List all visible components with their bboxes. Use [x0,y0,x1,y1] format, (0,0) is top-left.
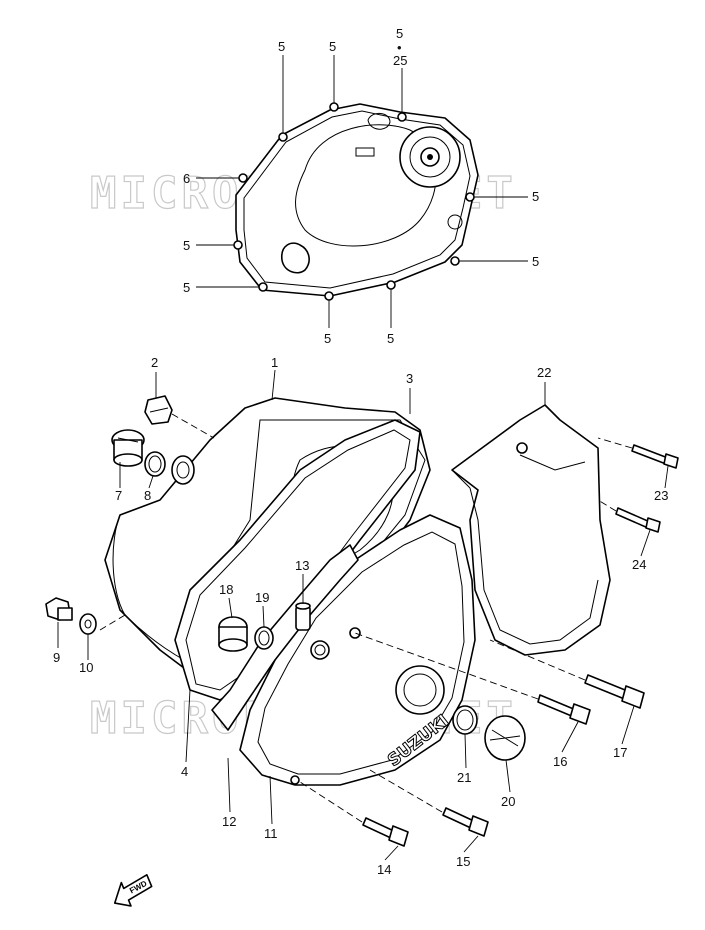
callout-dot: • [397,40,402,55]
part-7-filler-cap [111,429,145,467]
callout-5: 5 [278,39,285,54]
sprocket-cover-22 [451,404,611,656]
callout-5: 5 [329,39,336,54]
callout-7: 7 [115,488,122,503]
part-8-o-ring [144,451,166,477]
oil-seal [171,455,195,485]
callout-10: 10 [79,660,93,675]
callout-5: 5 [183,280,190,295]
assembly-lines [99,413,633,823]
callout-22: 22 [537,365,551,380]
fwd-arrow-icon: FWD [113,873,153,907]
callout-23: 23 [654,488,668,503]
callout-5: 5 [532,254,539,269]
callout-25: 25 [393,53,407,68]
part-19-o-ring [254,626,274,650]
bolt-14 [362,817,409,847]
callout-11: 11 [264,826,278,841]
part-2-plug [144,395,173,425]
callout-1: 1 [271,355,278,370]
leader-lines-lower [57,369,669,861]
callout-3: 3 [406,371,413,386]
callout-20: 20 [501,794,515,809]
callout-8: 8 [144,488,151,503]
bolt-17 [584,674,645,709]
callout-13: 13 [295,558,309,573]
part-18-plug [218,616,248,652]
callout-5: 5 [183,238,190,253]
part-13-dowel-pin [295,602,311,631]
bolt-16 [537,694,591,725]
callout-6: 6 [183,171,190,186]
part-10-washer [79,613,97,635]
part-20-cap [484,715,526,761]
gasket-top [233,102,479,301]
callout-16: 16 [553,754,567,769]
callout-12: 12 [222,814,236,829]
callout-4: 4 [181,764,188,779]
callout-5: 5 [532,189,539,204]
callout-14: 14 [377,862,391,877]
gasket-leader-lines [196,55,528,328]
callout-9: 9 [53,650,60,665]
bolt-23 [631,444,679,469]
callout-18: 18 [219,582,233,597]
callout-5: 5 [396,26,403,41]
callout-5: 5 [324,331,331,346]
callout-17: 17 [613,745,627,760]
callout-5: 5 [387,331,394,346]
bolt-15 [442,807,489,837]
part-9-drain-bolt [45,597,73,621]
callout-2: 2 [151,355,158,370]
callouts: 5 5 5 • 25 6 5 5 5 5 5 5 1 2 3 22 7 8 23… [53,26,668,877]
callout-15: 15 [456,854,470,869]
callout-21: 21 [457,770,471,785]
bolt-24 [615,507,661,533]
callout-19: 19 [255,590,269,605]
callout-24: 24 [632,557,646,572]
